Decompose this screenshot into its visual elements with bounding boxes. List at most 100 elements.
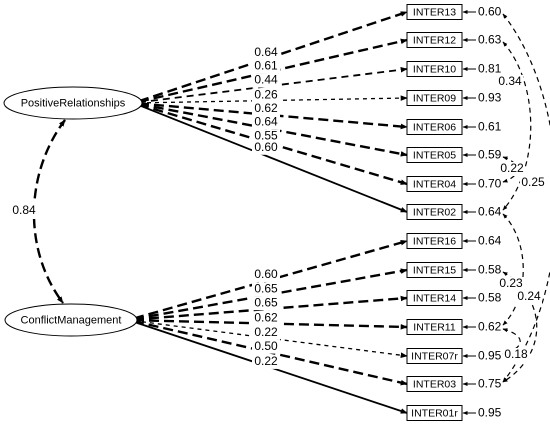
indicator-name-inter15: INTER15 xyxy=(413,264,456,276)
error-covariance-label-bg xyxy=(499,162,525,176)
indicator-name-inter13: INTER13 xyxy=(413,6,456,18)
loading-label-inter03: 0.50 xyxy=(254,339,278,353)
loading-label-inter04: 0.55 xyxy=(254,128,278,142)
indicator-name-inter04: INTER04 xyxy=(413,178,456,190)
loading-label-bg xyxy=(252,115,280,130)
error-variance-inter07r: 0.95 xyxy=(478,349,502,363)
indicator-name-inter16: INTER16 xyxy=(413,235,456,247)
error-variance-inter15: 0.58 xyxy=(478,263,502,277)
indicator-name-inter09: INTER09 xyxy=(413,92,456,104)
indicator-box-inter15 xyxy=(406,262,463,278)
indicator-box-inter13 xyxy=(406,4,463,20)
indicator-box-inter02 xyxy=(406,204,463,220)
loading-label-inter05: 0.64 xyxy=(254,114,278,128)
error-covariance-label-inter11-inter07r: 0.18 xyxy=(504,347,528,361)
error-covariance-label-inter12-inter02: 0.34 xyxy=(498,74,522,88)
indicator-box-inter05 xyxy=(406,147,463,163)
loading-label-bg xyxy=(252,129,280,144)
error-covariance-label-bg xyxy=(503,348,529,362)
error-variance-inter01r: 0.95 xyxy=(478,406,502,420)
error-variance-inter05: 0.59 xyxy=(478,148,502,162)
loading-label-bg xyxy=(252,339,280,354)
loading-label-bg xyxy=(252,311,280,326)
factor-correlation-label-bg xyxy=(4,203,44,219)
indicator-name-inter14: INTER14 xyxy=(413,292,456,304)
error-variance-inter06: 0.61 xyxy=(478,120,502,134)
loading-label-bg xyxy=(252,282,280,297)
loading-label-bg xyxy=(252,73,280,88)
loading-label-bg xyxy=(252,296,280,311)
error-covariance-label-bg xyxy=(520,176,546,190)
indicator-name-inter11: INTER11 xyxy=(413,321,456,333)
error-covariance-label-inter15-inter03: 0.24 xyxy=(517,289,541,303)
loading-label-inter07r: 0.22 xyxy=(254,325,278,339)
indicator-name-inter01r: INTER01r xyxy=(411,407,458,419)
factor-correlation-label: 0.84 xyxy=(12,203,36,217)
error-covariance-layer xyxy=(502,13,550,383)
loading-label-inter11: 0.62 xyxy=(254,311,278,325)
indicator-name-inter07r: INTER07r xyxy=(411,350,458,362)
error-variance-inter02: 0.64 xyxy=(478,205,502,219)
indicator-box-inter10 xyxy=(406,61,463,77)
error-covariance-inter02-inter11 xyxy=(502,213,524,326)
error-variance-inter09: 0.93 xyxy=(478,91,502,105)
indicator-box-inter07r xyxy=(406,348,463,364)
indicator-name-inter03: INTER03 xyxy=(413,378,456,390)
error-covariance-inter12-inter02 xyxy=(502,41,532,211)
error-covariance-label-bg xyxy=(516,290,542,304)
indicator-box-inter12 xyxy=(406,32,463,48)
loading-label-bg xyxy=(252,325,280,340)
loading-label-bg xyxy=(252,59,280,74)
indicator-name-inter05: INTER05 xyxy=(413,149,456,161)
error-covariance-label-inter02-inter11: 0.23 xyxy=(499,276,523,290)
loading-label-inter14: 0.65 xyxy=(254,295,278,309)
error-variance-inter10: 0.81 xyxy=(478,62,502,76)
error-covariance-label-inter05-inter04: 0.22 xyxy=(500,161,524,175)
indicator-name-inter12: INTER12 xyxy=(413,34,456,46)
latent-ellipse-cm xyxy=(4,303,138,337)
indicator-box-inter03 xyxy=(406,376,463,392)
error-covariance-label-bg xyxy=(498,277,524,291)
latent-name-cm: ConflictManagement xyxy=(21,314,122,326)
error-variance-inter03: 0.75 xyxy=(478,377,502,391)
indicator-box-inter11 xyxy=(406,319,463,335)
error-variance-inter16: 0.64 xyxy=(478,234,502,248)
indicator-box-inter01r xyxy=(406,405,463,421)
loading-label-bg xyxy=(252,88,280,103)
error-covariance-label-bg xyxy=(497,75,523,89)
loading-label-bg xyxy=(252,45,280,60)
error-covariance-inter13-inter03 xyxy=(502,13,550,383)
error-variance-inter04: 0.70 xyxy=(478,177,502,191)
error-covariance-inter15-inter03 xyxy=(502,271,538,383)
loading-label-bg xyxy=(252,140,280,155)
indicator-name-inter06: INTER06 xyxy=(413,121,456,133)
loading-label-inter15: 0.65 xyxy=(254,281,278,295)
error-variance-inter13: 0.60 xyxy=(478,5,502,19)
loading-label-inter09: 0.26 xyxy=(254,88,278,102)
error-covariance-label-inter13-inter03: 0.25 xyxy=(521,175,545,189)
indicator-name-inter02: INTER02 xyxy=(413,206,456,218)
loading-label-bg xyxy=(252,101,280,116)
error-variance-inter11: 0.62 xyxy=(478,320,502,334)
latent-ellipse-pr xyxy=(3,86,143,120)
loading-label-inter16: 0.60 xyxy=(254,267,278,281)
loading-label-inter01r: 0.22 xyxy=(254,354,278,368)
loading-label-inter02: 0.60 xyxy=(254,140,278,154)
loading-label-bg xyxy=(252,354,280,369)
loading-label-inter12: 0.61 xyxy=(254,59,278,73)
error-variance-inter14: 0.58 xyxy=(478,291,502,305)
loading-label-bg xyxy=(252,267,280,282)
loading-label-inter13: 0.64 xyxy=(254,45,278,59)
loading-label-inter06: 0.62 xyxy=(254,101,278,115)
indicator-box-inter14 xyxy=(406,290,463,306)
indicator-box-inter06 xyxy=(406,119,463,135)
labels-layer: 0.840.640.610.440.260.620.640.550.600.60… xyxy=(4,45,546,369)
indicator-box-inter09 xyxy=(406,90,463,106)
indicator-box-inter16 xyxy=(406,233,463,249)
loading-path-inter02 xyxy=(138,104,408,213)
indicator-box-inter04 xyxy=(406,176,463,192)
indicator-name-inter10: INTER10 xyxy=(413,63,456,75)
loading-paths-layer xyxy=(32,10,408,414)
